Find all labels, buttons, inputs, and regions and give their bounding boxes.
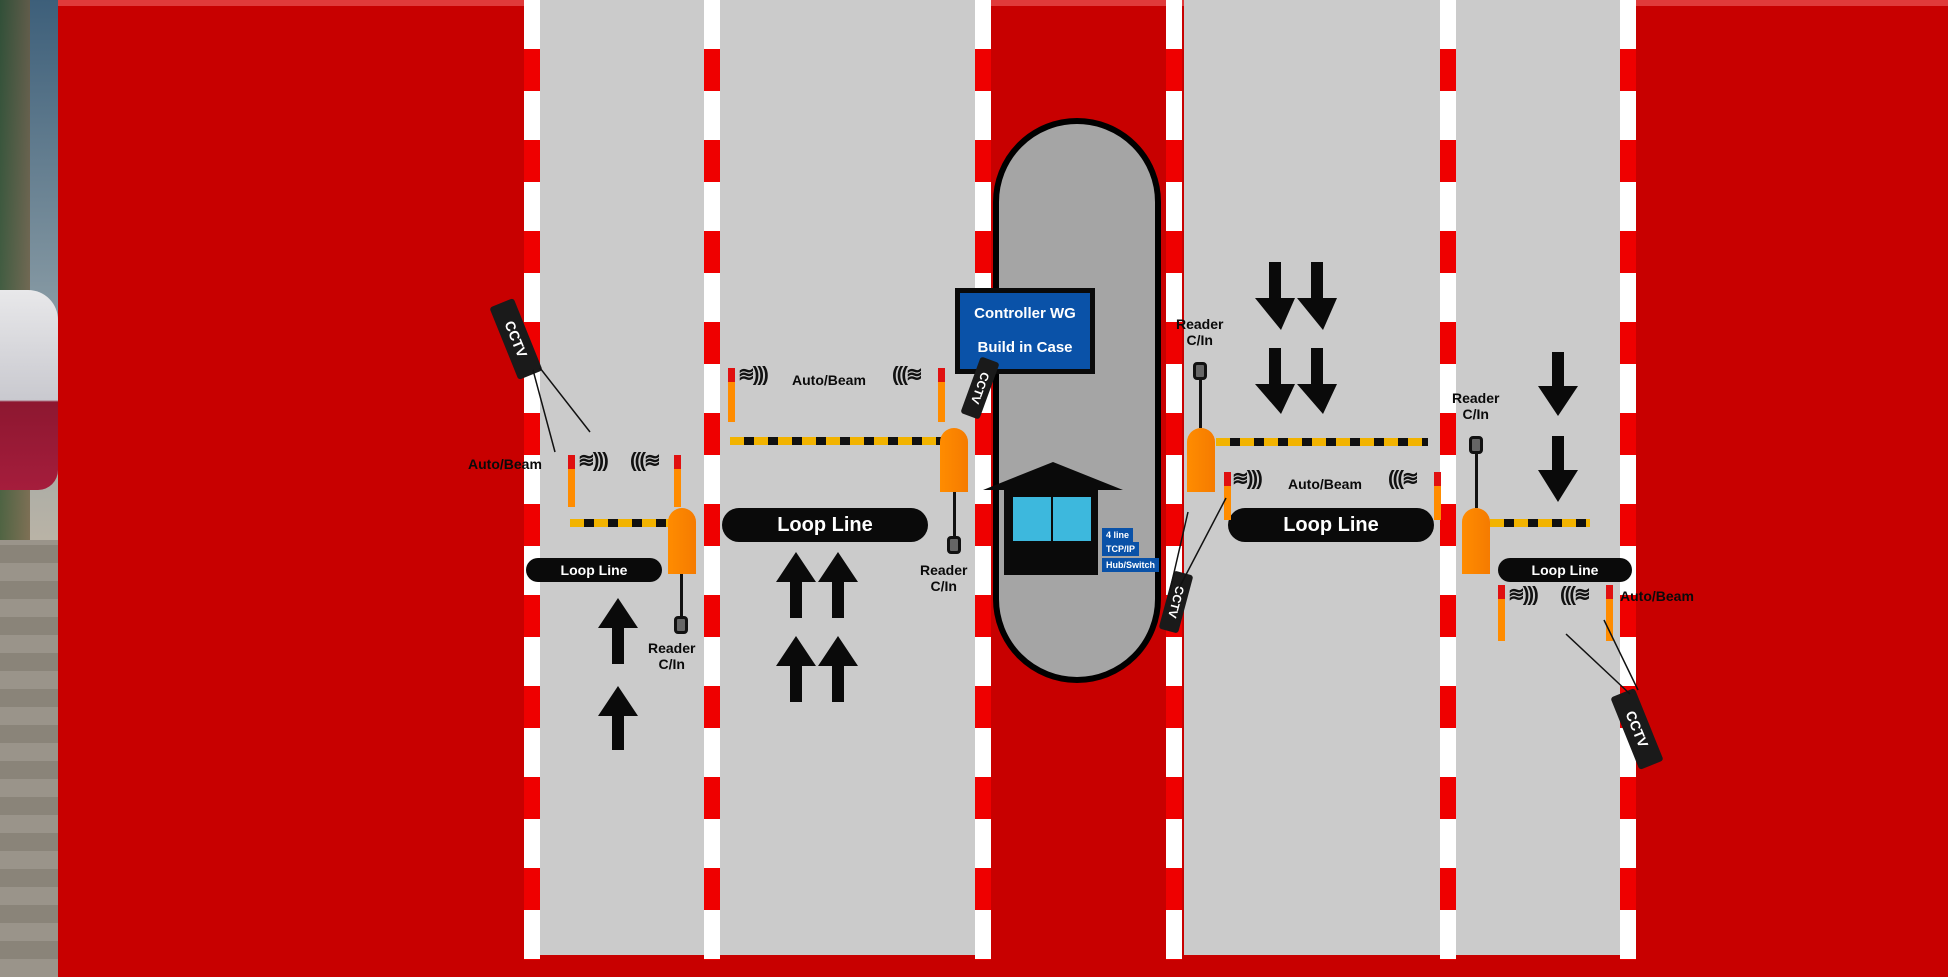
signal-waves-icon: (((≋ xyxy=(892,364,923,386)
lane-2 xyxy=(718,0,976,955)
curb-6 xyxy=(1620,0,1636,960)
reader-label-1-line2: C/In xyxy=(658,656,685,672)
beam-post-2a xyxy=(728,368,735,422)
barrier-arm-1 xyxy=(570,519,670,527)
sidewalk-image xyxy=(0,540,58,977)
reader-cable-1 xyxy=(680,574,683,616)
reader-label-4-line2: C/In xyxy=(1462,406,1489,422)
signal-waves-icon: (((≋ xyxy=(1560,584,1591,606)
booth-window-left xyxy=(1013,497,1051,541)
auto-beam-label-1: Auto/Beam xyxy=(468,456,542,472)
reader-label-1-line1: Reader xyxy=(648,640,696,656)
reader-label-3-line2: C/In xyxy=(1186,332,1213,348)
loop-line-2: Loop Line xyxy=(722,508,928,542)
auto-beam-label-3: Auto/Beam xyxy=(1288,476,1362,492)
curb-5 xyxy=(1440,0,1456,960)
barrier-arm-3 xyxy=(1216,438,1428,446)
background-photo-strip xyxy=(0,0,58,977)
curb-1 xyxy=(524,0,540,960)
car-image xyxy=(0,290,58,490)
guard-booth-roof xyxy=(983,462,1123,490)
top-edge-line xyxy=(58,0,1948,6)
signal-waves-icon: ≋))) xyxy=(738,364,769,386)
curb-4 xyxy=(1166,0,1182,960)
beam-post-1a xyxy=(568,455,575,507)
card-reader-4 xyxy=(1469,436,1483,454)
loop-line-1: Loop Line xyxy=(526,558,662,582)
controller-title: Controller WG xyxy=(974,305,1076,322)
loop-line-4: Loop Line xyxy=(1498,558,1632,582)
controller-subtitle: Build in Case xyxy=(977,339,1073,356)
beam-post-4b xyxy=(1606,585,1613,641)
auto-beam-label-4: Auto/Beam xyxy=(1620,588,1694,604)
card-reader-2 xyxy=(947,536,961,554)
signal-waves-icon: (((≋ xyxy=(1388,468,1419,490)
barrier-cabinet-1 xyxy=(668,508,696,574)
hub-tag-lines: 4 line xyxy=(1102,528,1134,542)
card-reader-3 xyxy=(1193,362,1207,380)
barrier-cabinet-2 xyxy=(940,428,968,492)
loop-line-3: Loop Line xyxy=(1228,508,1434,542)
barrier-cabinet-4 xyxy=(1462,508,1490,574)
beam-post-2b xyxy=(938,368,945,422)
beam-post-3b xyxy=(1434,472,1441,520)
hub-tag-switch: Hub/Switch xyxy=(1102,558,1159,572)
signal-waves-icon: ≋))) xyxy=(578,450,609,472)
beam-post-1b xyxy=(674,455,681,507)
reader-cable-2 xyxy=(953,492,956,536)
lane-1 xyxy=(538,0,708,955)
signal-waves-icon: (((≋ xyxy=(630,450,661,472)
curb-2 xyxy=(704,0,720,960)
booth-window-right xyxy=(1053,497,1091,541)
reader-cable-4 xyxy=(1475,454,1478,508)
guard-booth xyxy=(1004,487,1098,575)
beam-post-4a xyxy=(1498,585,1505,641)
reader-label-3-line1: Reader xyxy=(1176,316,1224,332)
central-island xyxy=(993,118,1161,683)
beam-post-3a xyxy=(1224,472,1231,520)
reader-label-2-line2: C/In xyxy=(930,578,957,594)
lane-4 xyxy=(1454,0,1624,955)
reader-cable-3 xyxy=(1199,380,1202,428)
controller-box: Controller WG Build in Case xyxy=(955,288,1095,374)
signal-waves-icon: ≋))) xyxy=(1508,584,1539,606)
card-reader-1 xyxy=(674,616,688,634)
reader-label-4-line1: Reader xyxy=(1452,390,1500,406)
reader-label-2-line1: Reader xyxy=(920,562,968,578)
auto-beam-label-2: Auto/Beam xyxy=(792,372,866,388)
barrier-arm-4 xyxy=(1490,519,1590,527)
hub-tag-tcpip: TCP/IP xyxy=(1102,542,1140,556)
barrier-cabinet-3 xyxy=(1187,428,1215,492)
barrier-arm-2 xyxy=(730,437,952,445)
signal-waves-icon: ≋))) xyxy=(1232,468,1263,490)
